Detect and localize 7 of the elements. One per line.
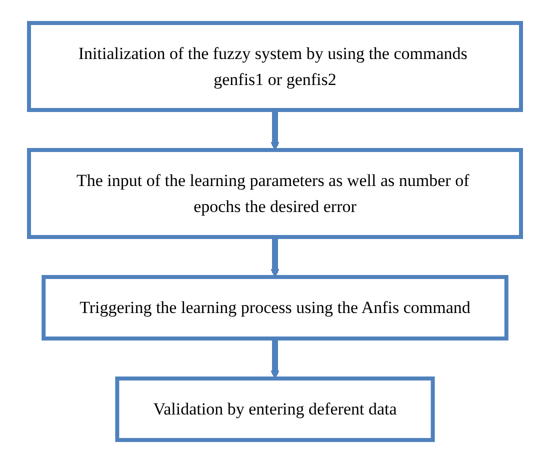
node-box: Triggering the learning process using the Anfis command	[42, 275, 508, 340]
node-box: Initialization of the fuzzy system by using the commands genfis1 or genfis2	[27, 21, 523, 112]
arrow	[270, 110, 280, 150]
node-box: The input of the learning parameters as well as number of epochs the desired error	[27, 148, 523, 239]
arrow	[270, 237, 280, 278]
arrow	[270, 338, 280, 379]
node-box: Validation by entering deferent data	[115, 376, 435, 442]
